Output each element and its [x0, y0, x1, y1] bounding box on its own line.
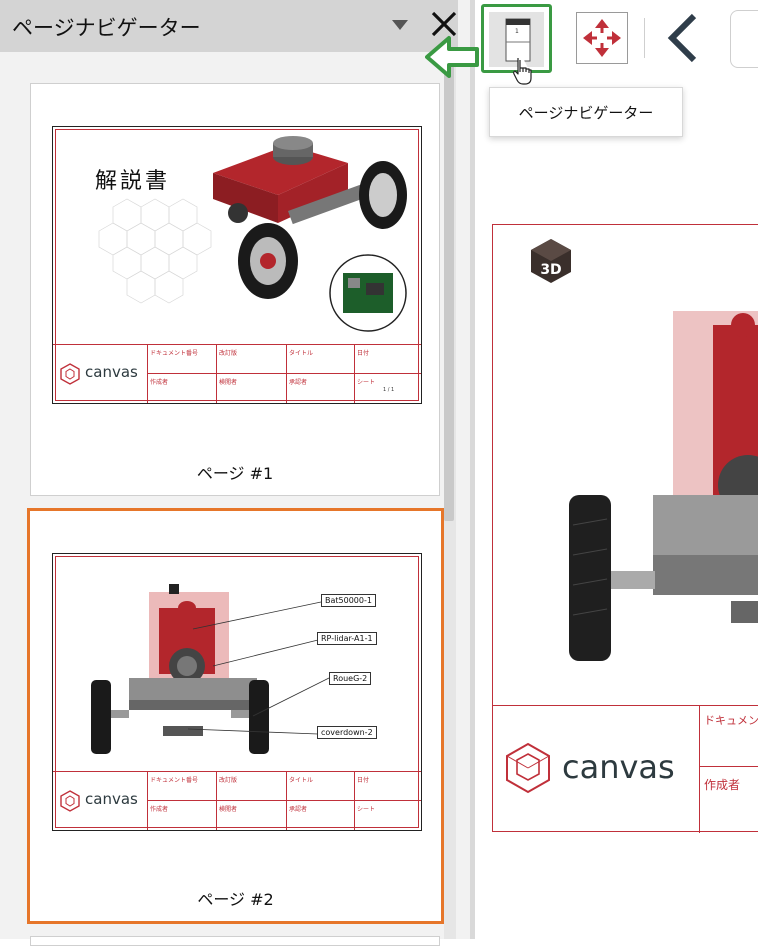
3d-badge-icon[interactable]: 3D	[529, 237, 573, 285]
tb-doc-number: ドキュメン	[704, 714, 758, 727]
callout-roueg: RoueG-2	[329, 672, 372, 685]
panel-title: ページナビゲーター	[12, 16, 201, 40]
tb-approver: 承認者	[289, 806, 308, 813]
hand-cursor-icon	[513, 58, 532, 85]
tb-reviewer: 検閲者	[219, 806, 238, 813]
tb-title: タイトル	[289, 350, 314, 357]
tb-title: タイトル	[289, 777, 314, 784]
robot-front-large	[569, 311, 758, 661]
page-1-sheet: 解説書	[52, 126, 422, 404]
tb-approver: 承認者	[289, 379, 308, 386]
robot-illustration	[213, 136, 407, 332]
tb-author: 作成者	[704, 778, 741, 792]
tb-author: 作成者	[150, 806, 169, 813]
logo-text: canvas	[562, 748, 675, 786]
page-navigator-icon: 1	[489, 12, 544, 85]
tb-reviewer: 検閲者	[219, 379, 238, 386]
page-label-2: ページ #2	[197, 890, 274, 909]
arrow-left-icon	[425, 36, 479, 78]
canvas-logo-icon	[506, 742, 550, 794]
tb-doc-number: ドキュメント番号	[150, 777, 199, 784]
title-block: canvas ドキュメント番号 改訂版 タイトル 日付 作成者 検閲者 承認者 …	[53, 344, 421, 403]
fit-view-icon	[583, 19, 621, 57]
logo-text: canvas	[85, 363, 138, 381]
hex-pattern	[98, 198, 212, 304]
main-title-block: canvas ドキュメン 作成者	[492, 705, 758, 833]
callout-rp-lidar: RP-lidar-A1-1	[317, 632, 377, 645]
title-block: canvas ドキュメント番号 改訂版 タイトル 日付 作成者 検閲者 承認者 …	[53, 771, 421, 830]
sheet-border	[55, 129, 419, 401]
panel-divider[interactable]	[470, 0, 475, 939]
sheet-border	[55, 556, 419, 828]
tb-sheet: シート	[357, 379, 376, 386]
tb-sheet-number: 1 / 1	[383, 387, 395, 393]
chevron-left-icon[interactable]	[660, 10, 704, 66]
panel-header: ページナビゲーター	[0, 0, 458, 52]
page-thumbnail-2[interactable]: Bat50000-1 RP-lidar-A1-1 RoueG-2 coverdo…	[27, 508, 444, 924]
chevron-down-icon[interactable]	[390, 18, 410, 32]
callout-leaders	[187, 601, 330, 735]
scrollbar-thumb[interactable]	[444, 66, 454, 521]
sheet-title: 解説書	[95, 169, 171, 194]
callout-bat50000: Bat50000-1	[321, 594, 376, 607]
page-label-1: ページ #1	[196, 464, 274, 483]
page-navigator-panel: ページナビゲーター 解説書	[0, 0, 472, 946]
close-icon[interactable]	[428, 8, 460, 40]
tb-revision: 改訂版	[219, 777, 238, 784]
tb-sheet: シート	[357, 806, 376, 813]
main-drawing-sheet[interactable]: 3D	[492, 224, 758, 832]
toolbar-button-partial[interactable]	[730, 10, 758, 68]
tb-revision: 改訂版	[219, 350, 238, 357]
nav-page-number: 1	[515, 28, 519, 35]
page-navigator-button[interactable]: 1	[481, 4, 552, 85]
tb-date: 日付	[357, 777, 370, 784]
page-thumbnail-1[interactable]: 解説書	[30, 83, 440, 496]
page-2-sheet: Bat50000-1 RP-lidar-A1-1 RoueG-2 coverdo…	[52, 553, 422, 831]
canvas-logo-icon	[60, 363, 80, 385]
canvas-logo-icon	[60, 790, 80, 812]
toolbar-separator	[644, 18, 645, 58]
tb-doc-number: ドキュメント番号	[150, 350, 199, 357]
page-thumbnail-3[interactable]	[30, 936, 440, 946]
tb-date: 日付	[357, 350, 370, 357]
3d-badge-text: 3D	[540, 262, 561, 278]
fit-view-button[interactable]	[576, 12, 628, 64]
page-navigator-tooltip: ページナビゲーター	[489, 87, 683, 137]
logo-text: canvas	[85, 790, 138, 808]
tb-author: 作成者	[150, 379, 169, 386]
callout-coverdown: coverdown-2	[317, 726, 377, 739]
robot-front-illustration	[91, 584, 269, 754]
